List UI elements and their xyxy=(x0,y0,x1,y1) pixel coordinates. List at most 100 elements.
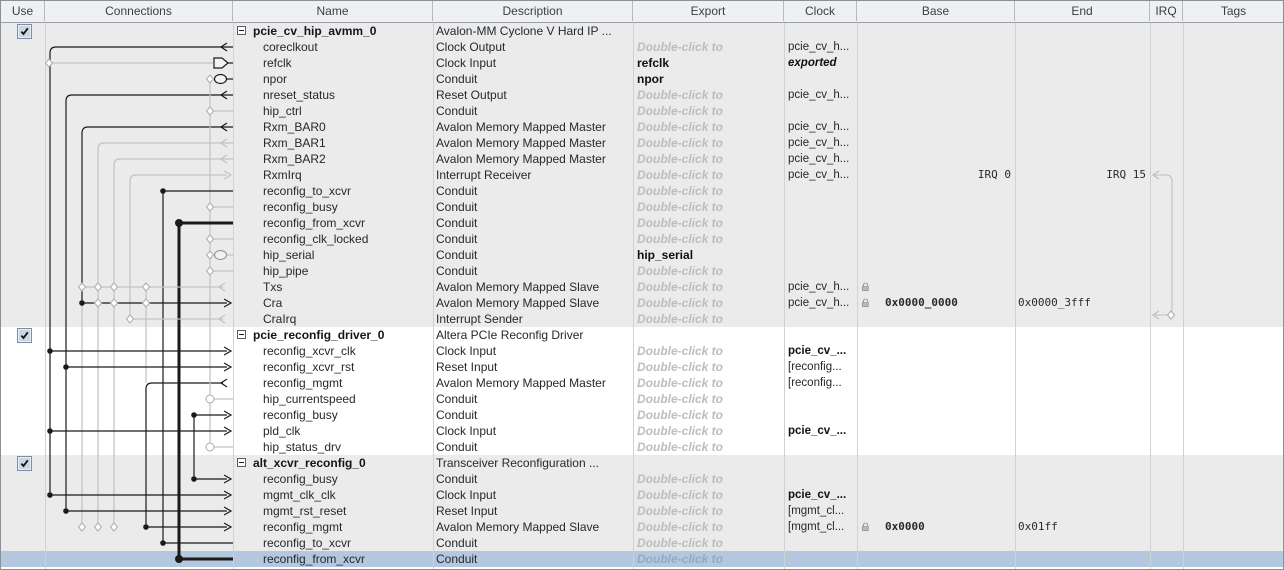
base-cell[interactable] xyxy=(857,71,1015,87)
base-cell[interactable]: 0x0000 xyxy=(857,519,1015,535)
end-cell[interactable]: 0x01ff xyxy=(1015,519,1150,535)
end-cell[interactable] xyxy=(1015,39,1150,55)
export-cell[interactable]: Double-click to xyxy=(637,264,724,278)
clock-cell[interactable] xyxy=(788,183,856,199)
end-cell[interactable] xyxy=(1015,247,1150,263)
collapse-toggle-icon[interactable] xyxy=(237,26,246,35)
export-cell[interactable]: Double-click to xyxy=(637,280,724,294)
clock-cell[interactable]: [mgmt_cl... xyxy=(788,521,845,533)
end-cell[interactable] xyxy=(1015,231,1150,247)
clock-cell[interactable]: pcie_cv_h... xyxy=(788,89,850,101)
end-cell[interactable] xyxy=(1015,151,1150,167)
export-cell[interactable]: Double-click to xyxy=(637,488,724,502)
clock-cell[interactable] xyxy=(788,439,856,455)
export-cell[interactable]: Double-click to xyxy=(637,88,724,102)
clock-cell[interactable]: pcie_cv_h... xyxy=(788,121,850,133)
export-cell[interactable]: Double-click to xyxy=(637,344,724,358)
use-checkbox[interactable] xyxy=(17,456,32,471)
end-cell[interactable] xyxy=(1015,551,1150,567)
export-cell[interactable]: Double-click to xyxy=(637,296,724,310)
base-cell[interactable] xyxy=(857,183,1015,199)
base-cell[interactable] xyxy=(857,487,1015,503)
clock-cell[interactable]: pcie_cv_h... xyxy=(788,137,850,149)
base-cell[interactable] xyxy=(857,423,1015,439)
base-cell[interactable] xyxy=(857,55,1015,71)
clock-cell[interactable] xyxy=(788,263,856,279)
collapse-toggle-icon[interactable] xyxy=(237,330,246,339)
end-cell[interactable] xyxy=(1015,407,1150,423)
export-cell[interactable]: Double-click to xyxy=(637,216,724,230)
end-cell[interactable] xyxy=(1015,391,1150,407)
end-cell[interactable] xyxy=(1015,103,1150,119)
export-cell[interactable]: Double-click to xyxy=(637,424,724,438)
base-cell[interactable] xyxy=(857,231,1015,247)
base-cell[interactable] xyxy=(857,247,1015,263)
base-cell[interactable] xyxy=(857,87,1015,103)
clock-cell[interactable]: pcie_cv_h... xyxy=(788,281,850,293)
clock-cell[interactable]: [reconfig... xyxy=(788,361,842,373)
end-cell[interactable] xyxy=(1015,119,1150,135)
clock-cell[interactable] xyxy=(788,247,856,263)
collapse-toggle-icon[interactable] xyxy=(237,458,246,467)
export-cell[interactable]: Double-click to xyxy=(637,392,724,406)
base-cell[interactable] xyxy=(857,263,1015,279)
end-cell[interactable] xyxy=(1015,87,1150,103)
end-cell[interactable] xyxy=(1015,263,1150,279)
clock-cell[interactable] xyxy=(788,103,856,119)
clock-cell[interactable]: pcie_cv_... xyxy=(788,345,847,357)
end-cell[interactable] xyxy=(1015,487,1150,503)
export-cell[interactable]: Double-click to xyxy=(637,360,724,374)
end-cell[interactable]: IRQ 15 xyxy=(1015,167,1150,183)
clock-cell[interactable] xyxy=(788,311,856,327)
base-cell[interactable] xyxy=(857,119,1015,135)
export-cell[interactable]: Double-click to xyxy=(637,376,724,390)
end-cell[interactable] xyxy=(1015,135,1150,151)
base-cell[interactable] xyxy=(857,375,1015,391)
export-cell[interactable]: Double-click to xyxy=(637,552,724,566)
base-cell[interactable] xyxy=(857,503,1015,519)
clock-cell[interactable] xyxy=(788,215,856,231)
base-cell[interactable] xyxy=(857,439,1015,455)
clock-cell[interactable]: pcie_cv_h... xyxy=(788,169,850,181)
base-cell[interactable]: 0x0000_0000 xyxy=(857,295,1015,311)
clock-cell[interactable]: [mgmt_cl... xyxy=(788,505,845,517)
clock-cell[interactable]: pcie_cv_h... xyxy=(788,297,850,309)
clock-cell[interactable]: pcie_cv_... xyxy=(788,425,847,437)
export-cell[interactable]: Double-click to xyxy=(637,104,724,118)
export-cell[interactable]: Double-click to xyxy=(637,136,724,150)
base-cell[interactable] xyxy=(857,215,1015,231)
base-cell[interactable] xyxy=(857,391,1015,407)
base-cell[interactable]: IRQ 0 xyxy=(857,167,1015,183)
end-cell[interactable] xyxy=(1015,439,1150,455)
export-cell[interactable]: Double-click to xyxy=(637,168,724,182)
export-cell[interactable]: Double-click to xyxy=(637,408,724,422)
use-checkbox[interactable] xyxy=(17,24,32,39)
export-cell[interactable]: refclk xyxy=(637,56,670,70)
base-cell[interactable] xyxy=(857,199,1015,215)
base-cell[interactable] xyxy=(857,279,1015,295)
